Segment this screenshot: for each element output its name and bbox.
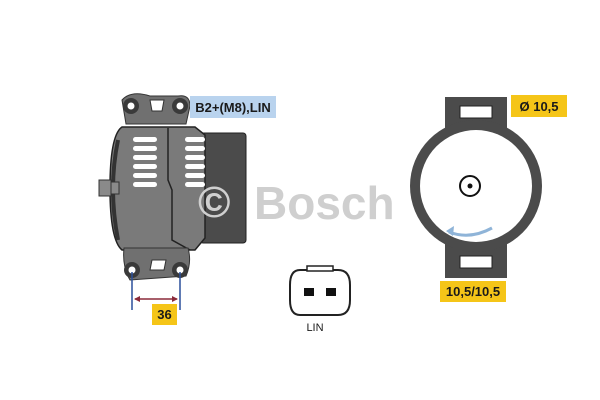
- hole-diameter-label: Ø 10,5: [511, 95, 567, 117]
- dimension-line: [131, 272, 181, 310]
- alternator-front-view: [410, 97, 542, 278]
- alternator-side-view: [98, 93, 247, 310]
- lin-connector: [289, 265, 351, 316]
- watermark-copyright: ©: [198, 178, 231, 227]
- slot-sizes-label: 10,5/10,5: [440, 281, 506, 302]
- connector-label: LIN: [306, 322, 324, 334]
- terminal-label: B2+(M8),LIN: [190, 96, 276, 118]
- watermark-brand: Bosch: [254, 177, 395, 229]
- mount-bolt-icon: [123, 98, 188, 278]
- bracket-slot-icon: [149, 99, 165, 112]
- mount-spacing-label: 36: [152, 304, 177, 325]
